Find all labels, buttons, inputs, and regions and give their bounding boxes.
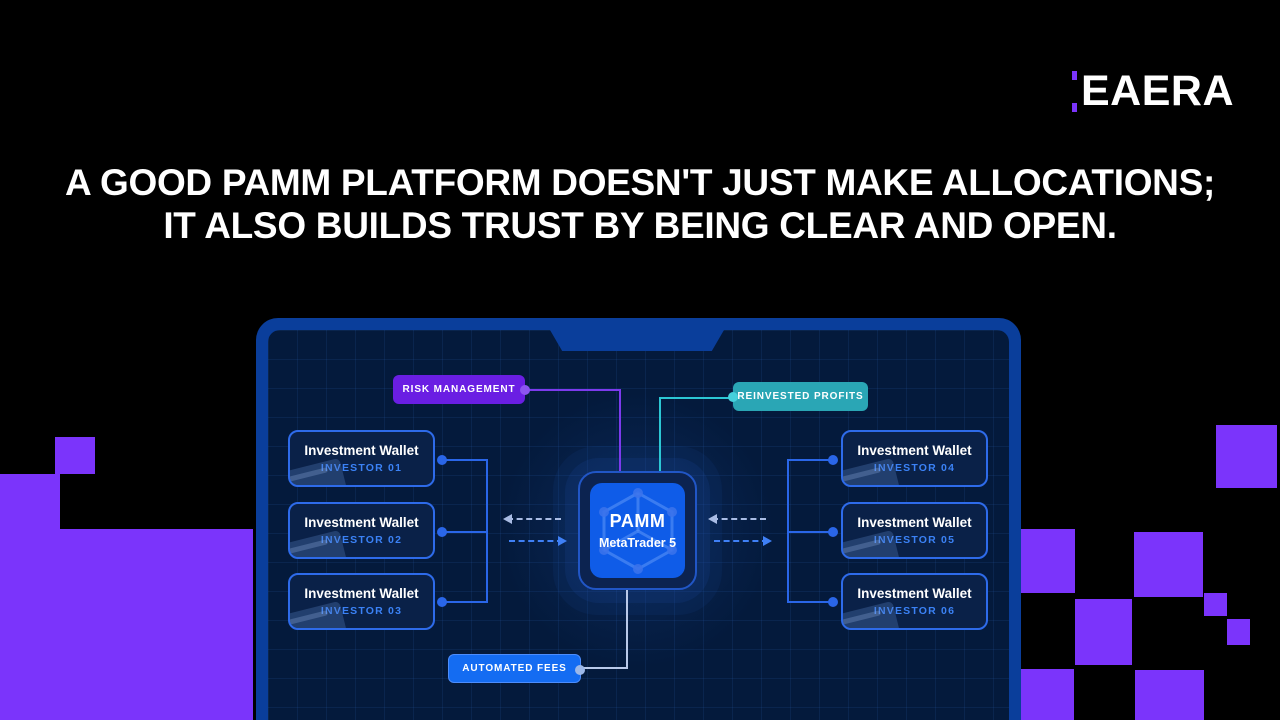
connector-stub (787, 531, 835, 533)
wallet-card-title: Investment Wallet (304, 443, 419, 458)
connector-fees (580, 667, 628, 669)
pixel-square-decoration (1204, 593, 1227, 616)
wallet-card-title: Investment Wallet (857, 515, 972, 530)
connector-dot (828, 527, 838, 537)
pixel-square-decoration (1216, 425, 1277, 488)
pixel-square-decoration (1021, 529, 1075, 593)
wallet-card-investor-03: Investment Wallet INVESTOR 03 (288, 573, 435, 630)
badge-reinvested-profits: REINVESTED PROFITS (728, 382, 868, 411)
laptop-notch (550, 330, 724, 351)
connector-fees (626, 589, 628, 669)
arrowhead-icon (763, 536, 772, 546)
badge-risk-management: RISK MANAGEMENT (393, 375, 530, 404)
connector-stub (787, 601, 835, 603)
wallet-card-icon (843, 600, 900, 628)
wallet-card-investor-05: Investment Wallet INVESTOR 05 (841, 502, 988, 559)
wallet-card-investor-01: Investment Wallet INVESTOR 01 (288, 430, 435, 487)
connector-stub (787, 459, 835, 461)
metatrader-cube-icon (598, 487, 677, 574)
wallet-card-title: Investment Wallet (857, 443, 972, 458)
wallet-card-icon (843, 457, 900, 485)
arrowhead-icon (708, 514, 717, 524)
arrowhead-icon (503, 514, 512, 524)
laptop-screen: RISK MANAGEMENT REINVESTED PROFITS AUTOM… (268, 330, 1009, 720)
pixel-square-decoration (1227, 619, 1250, 645)
connector-risk (619, 389, 621, 472)
logo-text: EAERA (1081, 67, 1235, 115)
connector-dot (828, 597, 838, 607)
wallet-card-title: Investment Wallet (304, 586, 419, 601)
connector-stub (440, 601, 488, 603)
wallet-card-investor-02: Investment Wallet INVESTOR 02 (288, 502, 435, 559)
pixel-square-decoration (1135, 670, 1204, 720)
logo-accent-ticks (1072, 71, 1077, 112)
pixel-square-decoration (1021, 669, 1074, 720)
connector-risk (527, 389, 620, 391)
headline-line-2: IT ALSO BUILDS TRUST BY BEING CLEAR AND … (163, 205, 1117, 246)
headline-line-1: A GOOD PAMM PLATFORM DOESN'T JUST MAKE A… (64, 162, 1216, 203)
logo-tick-icon (1072, 103, 1077, 112)
wallet-card-icon (843, 529, 900, 557)
arrow-left-outflow-icon (503, 514, 561, 524)
pamm-title: PAMM (609, 511, 666, 531)
wallet-card-title: Investment Wallet (857, 586, 972, 601)
logo-tick-icon (1072, 71, 1077, 80)
badge-automated-fees-label: AUTOMATED FEES (462, 663, 567, 674)
eaera-logo: EAERA (1072, 70, 1234, 113)
connector-dot (575, 665, 585, 675)
arrowhead-icon (558, 536, 567, 546)
connector-reinvested (659, 397, 661, 472)
connector-dot (728, 392, 738, 402)
badge-reinvested-profits-label: REINVESTED PROFITS (737, 391, 864, 402)
pixel-square-decoration (0, 529, 253, 720)
wallet-card-title: Investment Wallet (304, 515, 419, 530)
wallet-card-icon (290, 600, 347, 628)
arrow-right-inflow-icon (708, 514, 766, 524)
connector-stub (440, 459, 488, 461)
laptop-frame: RISK MANAGEMENT REINVESTED PROFITS AUTOM… (256, 318, 1021, 720)
connector-reinvested (660, 397, 735, 399)
wallet-card-investor-04: Investment Wallet INVESTOR 04 (841, 430, 988, 487)
connector-dot (437, 597, 447, 607)
wallet-card-icon (290, 529, 347, 557)
arrow-left-inflow-icon (509, 536, 567, 546)
pamm-node: PAMM MetaTrader 5 (578, 471, 697, 590)
pamm-node-inner: PAMM MetaTrader 5 (590, 483, 685, 578)
arrow-right-outflow-icon (714, 536, 772, 546)
wallet-card-investor-06: Investment Wallet INVESTOR 06 (841, 573, 988, 630)
connector-stub (440, 531, 488, 533)
connector-dot (828, 455, 838, 465)
pixel-square-decoration (55, 437, 95, 474)
connector-dot (520, 385, 530, 395)
connector-dot (437, 527, 447, 537)
pixel-square-decoration (1075, 599, 1132, 665)
headline: A GOOD PAMM PLATFORM DOESN'T JUST MAKE A… (0, 161, 1280, 247)
badge-automated-fees: AUTOMATED FEES (448, 654, 585, 683)
badge-risk-management-label: RISK MANAGEMENT (402, 384, 516, 395)
wallet-card-icon (290, 457, 347, 485)
pixel-square-decoration (1134, 532, 1203, 597)
pamm-subtitle: MetaTrader 5 (598, 536, 677, 550)
connector-dot (437, 455, 447, 465)
